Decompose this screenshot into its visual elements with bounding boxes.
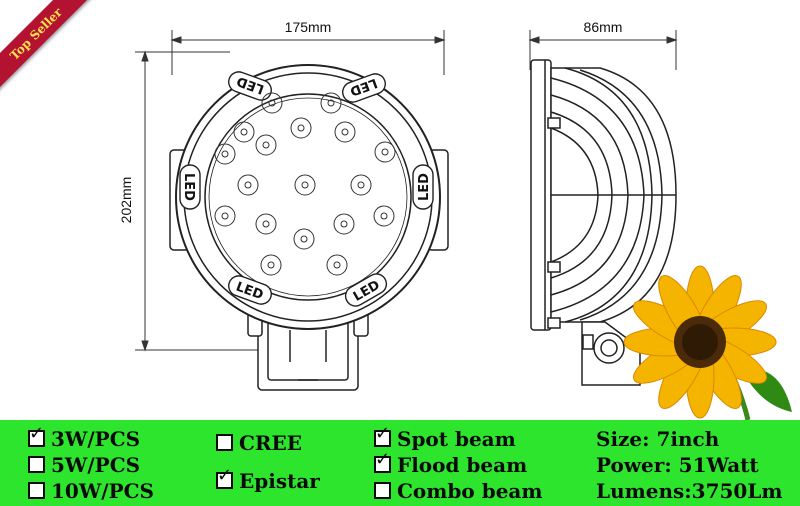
led-plates: LED LED LED LED LED LED (179, 71, 434, 307)
spec-power: Power: 51Watt (596, 453, 759, 477)
led-emitter (294, 174, 316, 196)
spec-lumens: Lumens:3750Lm (596, 479, 783, 503)
led-emitter (293, 228, 315, 250)
checkbox-icon[interactable] (28, 482, 45, 499)
option-5w[interactable]: 5W/PCS (28, 454, 140, 476)
led-emitter (320, 92, 342, 114)
technical-drawing: 175mm 202mm 86mm (118, 19, 792, 420)
depth-label: 86mm (584, 19, 623, 35)
checkbox-icon[interactable] (374, 482, 391, 499)
checkbox-icon[interactable] (374, 449, 391, 473)
checkbox-icon[interactable] (374, 423, 391, 447)
option-10w[interactable]: 10W/PCS (28, 480, 154, 502)
led-emitter (261, 92, 283, 114)
option-flood-beam[interactable]: Flood beam (374, 449, 527, 476)
checkbox-icon[interactable] (216, 465, 233, 489)
options-bar: 3W/PCS 5W/PCS 10W/PCS CREE Epistar Spot … (0, 420, 800, 506)
led-emitter (237, 174, 259, 196)
option-3w[interactable]: 3W/PCS (28, 423, 140, 450)
led-emitter (233, 121, 255, 143)
spec-size: Size: 7inch (596, 427, 720, 451)
option-spot-beam[interactable]: Spot beam (374, 423, 516, 450)
led-emitter (373, 205, 395, 227)
width-label: 175mm (285, 19, 332, 35)
height-label: 202mm (118, 177, 134, 224)
depth-dimension (528, 30, 678, 70)
sunflower-image (623, 265, 792, 420)
led-emitter (214, 205, 236, 227)
led-label: LED (417, 173, 432, 201)
led-emitter (334, 121, 356, 143)
led-emitter (374, 141, 396, 163)
led-emitter (255, 213, 277, 235)
led-emitters (214, 92, 396, 276)
led-emitter (333, 213, 355, 235)
side-view (530, 59, 677, 386)
led-emitter (260, 254, 282, 276)
height-dimension (135, 50, 260, 352)
width-dimension (170, 30, 446, 75)
option-cree[interactable]: CREE (216, 432, 302, 454)
checkbox-icon[interactable] (28, 423, 45, 447)
led-emitter (290, 117, 312, 139)
checkbox-icon[interactable] (216, 434, 233, 451)
led-emitter (326, 254, 348, 276)
led-label: LED (181, 173, 196, 201)
option-epistar[interactable]: Epistar (216, 465, 320, 492)
led-emitter (214, 143, 236, 165)
led-emitter (350, 174, 372, 196)
led-emitter (255, 134, 277, 156)
front-view (169, 64, 449, 391)
checkbox-icon[interactable] (28, 456, 45, 473)
option-combo-beam[interactable]: Combo beam (374, 480, 543, 502)
